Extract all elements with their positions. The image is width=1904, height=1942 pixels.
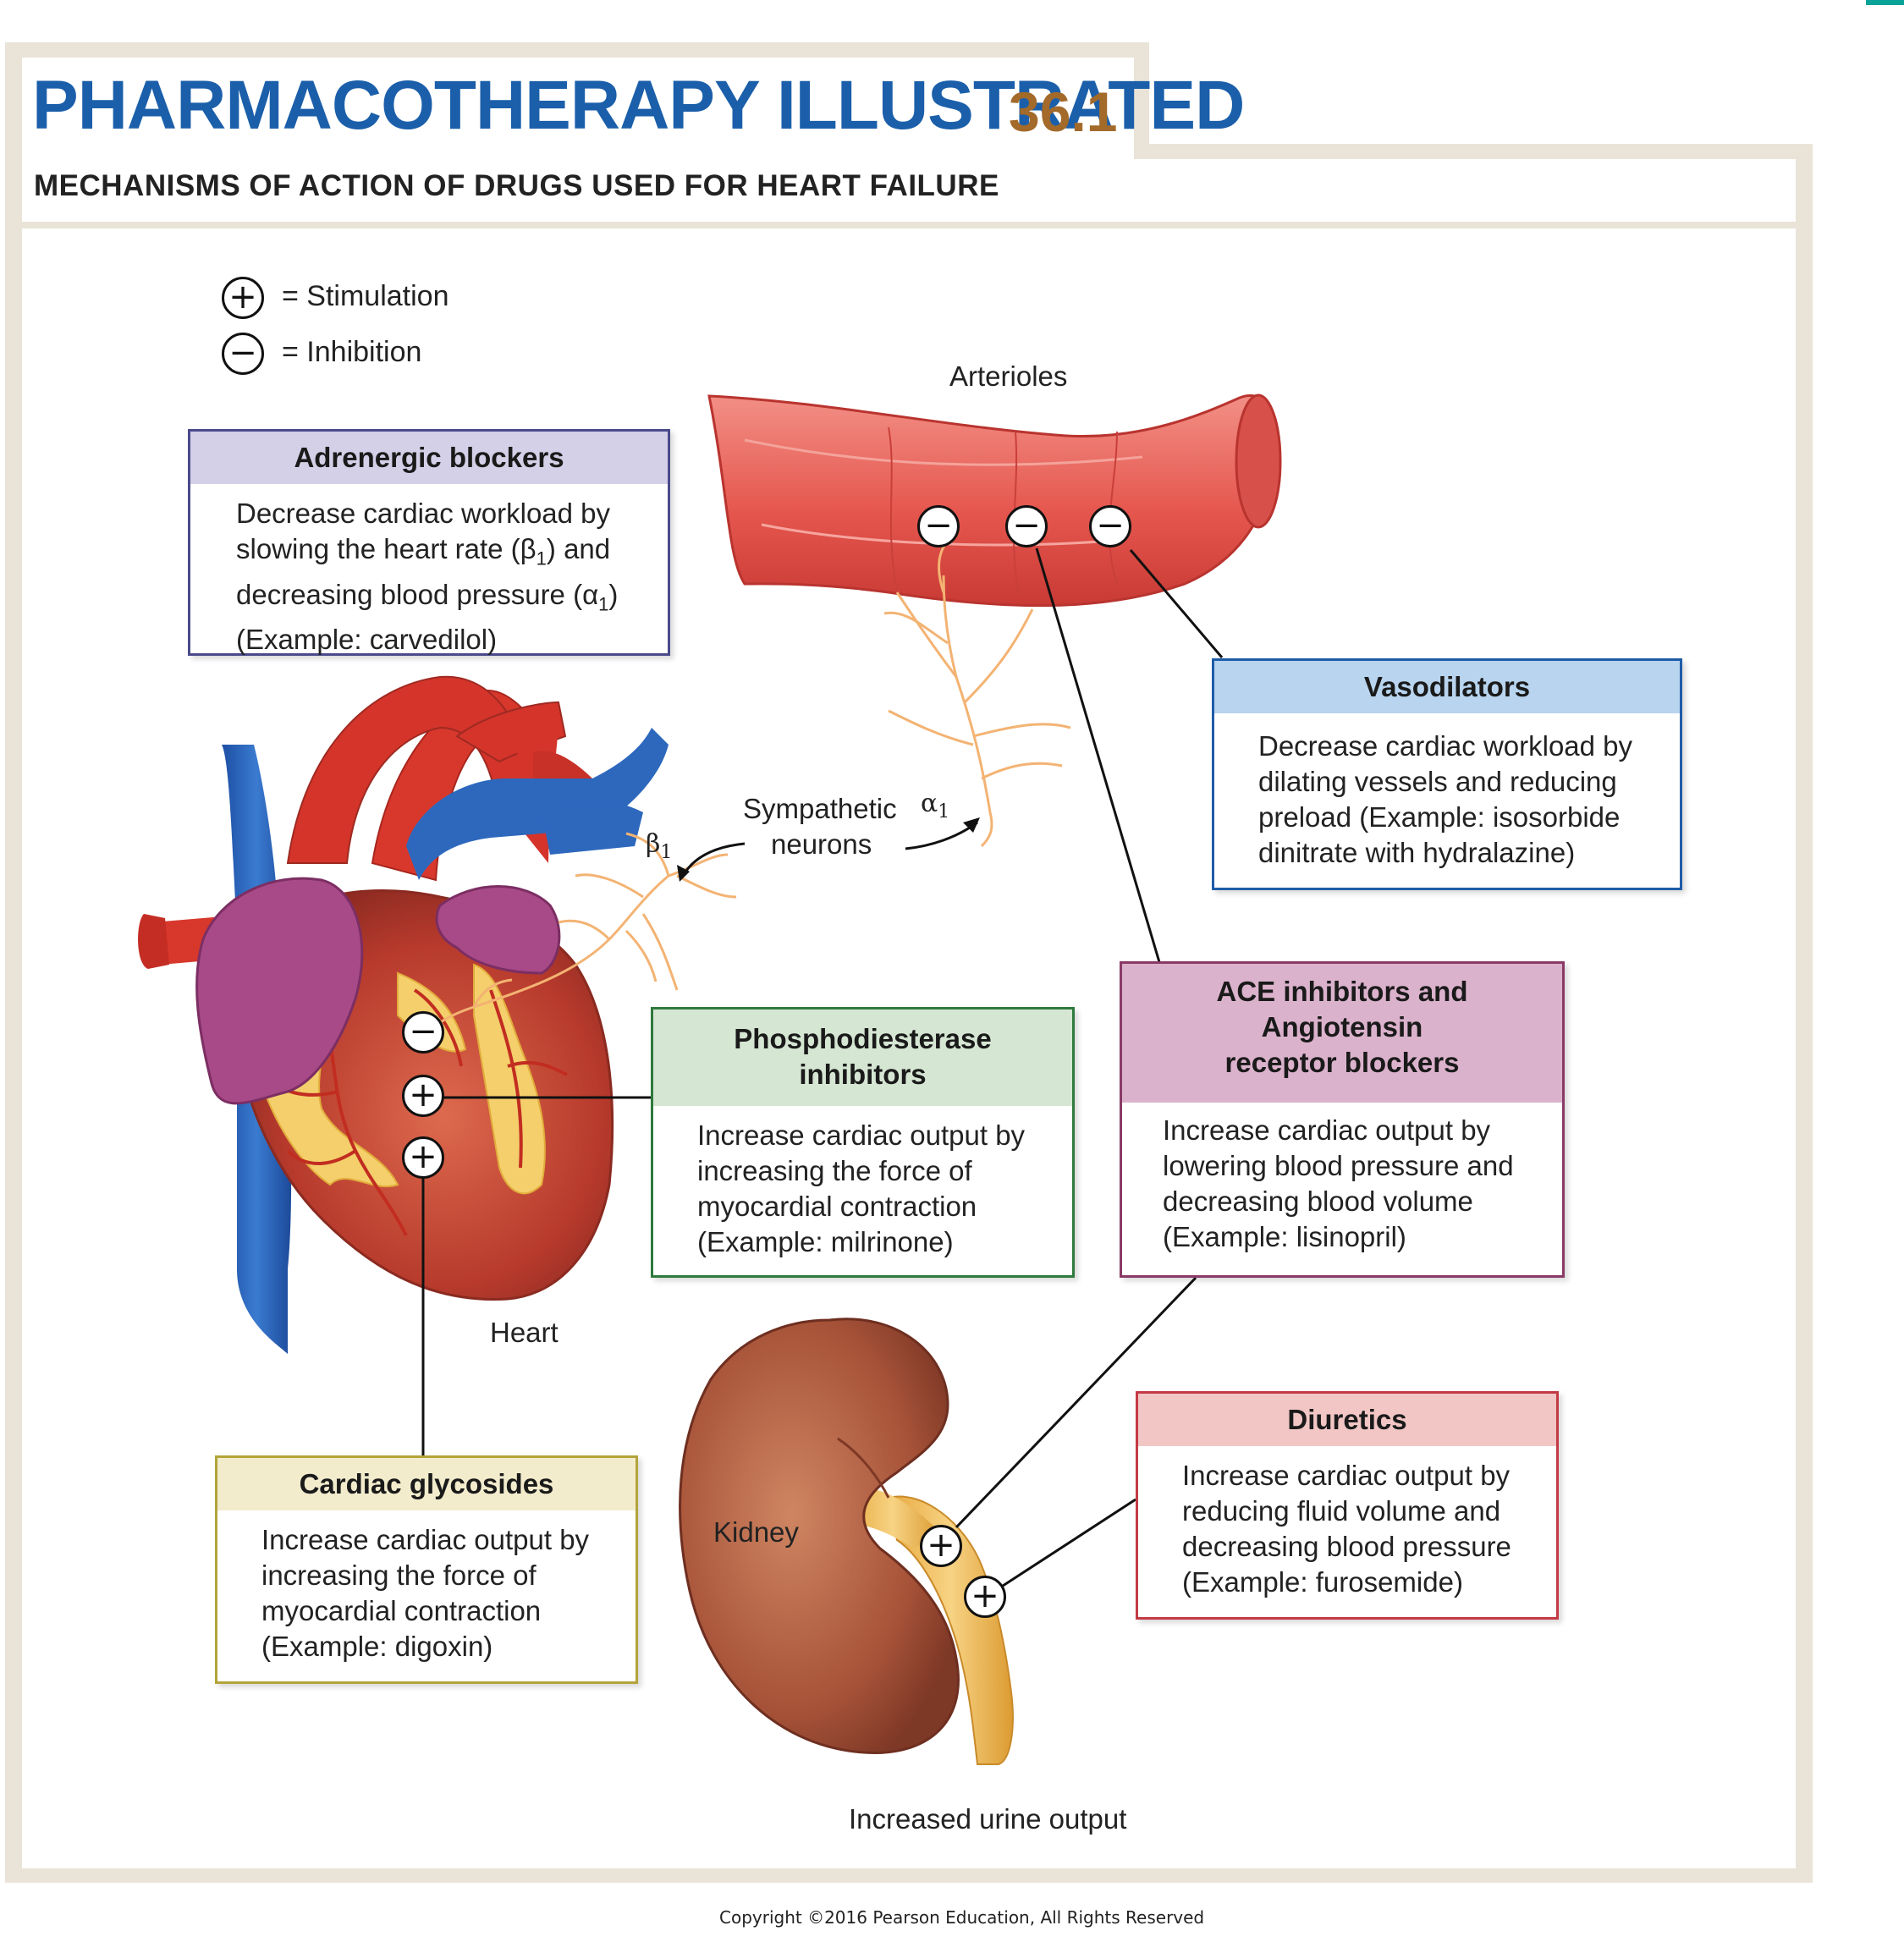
sympathetic-label: Sympathetic [743, 793, 897, 824]
alpha1-label: α1 [921, 789, 950, 822]
page-title: PHARMACOTHERAPY ILLUSTRATED [32, 67, 1245, 144]
pde-inhibitors-box: Phosphodiesterase inhibitors Increase ca… [651, 1007, 1075, 1278]
neuron-beta1 [410, 832, 737, 1043]
box-title: Adrenergic blockers [190, 432, 668, 484]
kidney-stimulation-icon: + [964, 1576, 1006, 1618]
box-body: Increase cardiac output by increasing th… [697, 1120, 1026, 1257]
heart-illustration [138, 675, 669, 1354]
kidney-stimulation-icon: + [920, 1525, 962, 1567]
plus-icon: + [222, 277, 264, 319]
legend-inhibition: = Inhibition [282, 336, 422, 368]
box-body: Increase cardiac output by reducing flui… [1182, 1460, 1511, 1598]
heart-label: Heart [490, 1317, 559, 1348]
arteriole-inhibition-icon: − [1005, 505, 1048, 547]
diuretics-box: Diuretics Increase cardiac output by red… [1136, 1391, 1559, 1620]
box-title: Diuretics [1138, 1394, 1556, 1446]
neurons-label: neurons [771, 828, 872, 860]
figure-number: 36.1 [1009, 80, 1118, 143]
heart-stimulation-icon: + [402, 1075, 444, 1117]
corner-accent [1866, 0, 1904, 5]
connector-lines [421, 547, 1224, 1589]
kidney-illustration [679, 1318, 1014, 1765]
arterioles-label: Arterioles [949, 360, 1068, 392]
box-body: Increase cardiac output by lowering bloo… [1163, 1114, 1514, 1252]
adrenergic-blockers-box: Adrenergic blockers Decrease cardiac wor… [188, 429, 670, 656]
beta-arrow [680, 842, 746, 878]
ace-inhibitors-box: ACE inhibitors and Angiotensin receptor … [1120, 961, 1565, 1278]
arteriole-inhibition-icon: − [917, 505, 960, 547]
box-title: Vasodilators [1214, 661, 1680, 713]
legend-stimulation: = Stimulation [282, 280, 449, 312]
copyright-notice: Copyright ©2016 Pearson Education, All R… [719, 1907, 1205, 1928]
frame-right [1796, 144, 1813, 1883]
figure-subtitle: MECHANISMS OF ACTION OF DRUGS USED FOR H… [34, 169, 999, 202]
box-body: Decrease cardiac workload by slowing the… [236, 498, 619, 656]
frame-notch-bottom [1134, 144, 1813, 159]
box-title: ACE inhibitors and Angiotensin receptor … [1122, 964, 1562, 1103]
title-rule [22, 222, 1808, 228]
box-body: Decrease cardiac workload by dilating ve… [1258, 730, 1633, 868]
heart-stimulation-icon: + [402, 1136, 444, 1179]
alpha-arrow [905, 821, 978, 850]
urine-output-label: Increased urine output [849, 1803, 1127, 1835]
cardiac-glycosides-box: Cardiac glycosides Increase cardiac outp… [215, 1455, 638, 1684]
neuron-alpha1 [883, 540, 1071, 848]
box-title: Phosphodiesterase inhibitors [653, 1010, 1072, 1106]
frame-outside [1149, 42, 1904, 144]
minus-icon: − [222, 333, 264, 375]
box-title: Cardiac glycosides [217, 1458, 636, 1510]
vasodilators-box: Vasodilators Decrease cardiac workload b… [1212, 658, 1682, 890]
arteriole-illustration [707, 393, 1282, 608]
frame-notch-edge [1134, 42, 1149, 152]
kidney-label: Kidney [713, 1516, 799, 1548]
heart-inhibition-icon: − [402, 1011, 444, 1054]
arteriole-inhibition-icon: − [1089, 505, 1131, 547]
box-body: Increase cardiac output by increasing th… [261, 1524, 590, 1662]
beta1-label: β1 [646, 829, 673, 863]
